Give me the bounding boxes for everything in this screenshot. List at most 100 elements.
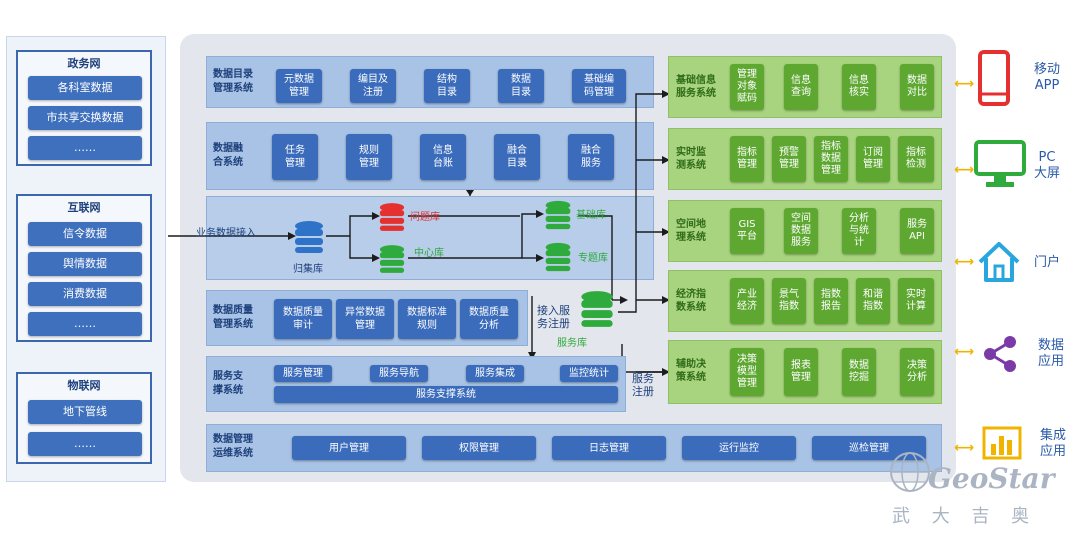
gather-db-icon — [295, 221, 323, 253]
service-label: 服务支 撑系统 — [213, 371, 243, 396]
ops-item: 用户管理 — [292, 436, 406, 460]
ingest-label: 业务数据接入 — [196, 228, 256, 239]
base-db-label: 基础库 — [576, 210, 606, 221]
basic-info-item: 管理 对象 赋码 — [730, 64, 764, 110]
base-db-icon — [545, 200, 571, 230]
double-arrow-icon: ⟷ — [954, 254, 975, 270]
decision-label: 辅助决 策系统 — [676, 359, 706, 383]
internet-item: 信令数据 — [28, 222, 142, 246]
economy-item: 产业 经济 — [730, 278, 764, 324]
catalog-item: 基础编 码管理 — [572, 69, 626, 103]
quality-item: 数据标准 规则 — [398, 299, 456, 339]
topic-db-icon — [545, 242, 571, 272]
service-support-bar: 服务支撑系统 — [274, 386, 618, 403]
ops-item: 日志管理 — [552, 436, 666, 460]
catalog-item: 元数据 管理 — [276, 69, 322, 103]
monitor-item: 指标 管理 — [730, 136, 764, 182]
double-arrow-icon: ⟷ — [954, 440, 975, 456]
data-application-label: 数据 应用 — [1038, 338, 1065, 369]
basic-info-item: 信息 查询 — [784, 64, 818, 110]
geo-label: 空间地 理系统 — [676, 219, 706, 243]
geo-item: GIS 平台 — [730, 208, 764, 254]
monitor-item: 预警 管理 — [772, 136, 806, 182]
monitor-icon — [974, 140, 1026, 187]
service-item: 监控统计 — [560, 365, 618, 382]
geostar-cn-text: 武 大 吉 奥 — [892, 506, 1038, 527]
share-icon — [984, 336, 1016, 372]
fusion-item: 规则 管理 — [346, 134, 392, 180]
topic-db-label: 专题库 — [578, 253, 608, 264]
monitor-label: 实时监 测系统 — [676, 147, 706, 171]
service-db-label: 服务库 — [557, 338, 587, 349]
portal-label: 门户 — [1034, 255, 1061, 270]
monitor-item: 指标 数据 管理 — [814, 136, 848, 182]
problem-db-label: 问题库 — [410, 212, 440, 223]
gather-db-label: 归集库 — [293, 264, 323, 275]
double-arrow-icon: ⟷ — [954, 344, 975, 360]
gov-item: …… — [28, 136, 142, 160]
internet-title: 互联网 — [67, 201, 101, 214]
center-db-icon — [379, 245, 405, 273]
geo-item: 服务 API — [900, 208, 934, 254]
geo-item: 分析 与统 计 — [842, 208, 876, 254]
fusion-item: 融合 目录 — [494, 134, 540, 180]
fusion-item: 融合 服务 — [568, 134, 614, 180]
access-register-label: 接入服 务注册 — [537, 304, 570, 330]
double-arrow-icon: ⟷ — [954, 162, 975, 178]
iot-group: 物联网 地下管线 …… — [16, 372, 152, 464]
service-item: 服务管理 — [274, 365, 332, 382]
gov-network-group: 政务网 各科室数据 市共享交换数据 …… — [16, 50, 152, 166]
economy-item: 和谐 指数 — [856, 278, 890, 324]
double-arrow-icon: ⟷ — [954, 76, 975, 92]
quality-item: 异常数据 管理 — [336, 299, 394, 339]
basic-info-label: 基础信息 服务系统 — [676, 75, 716, 99]
economy-item: 景气 指数 — [772, 278, 806, 324]
quality-item: 数据质量 审计 — [274, 299, 332, 339]
catalog-item: 编目及 注册 — [350, 69, 396, 103]
iot-title: 物联网 — [67, 379, 101, 392]
service-item: 服务集成 — [466, 365, 524, 382]
basic-info-item: 数据 对比 — [900, 64, 934, 110]
decision-item: 报表 管理 — [784, 348, 818, 396]
catalog-label: 数据目录 管理系统 — [213, 69, 253, 94]
gov-item: 市共享交换数据 — [28, 106, 142, 130]
service-item: 服务导航 — [370, 365, 428, 382]
service-register-label: 服务 注册 — [632, 372, 654, 398]
geostar-logo-text: GeoStar — [928, 462, 1055, 495]
integrated-application-label: 集成 应用 — [1040, 428, 1067, 459]
economy-item: 指数 报告 — [814, 278, 848, 324]
geostar-globe-icon — [890, 452, 930, 492]
problem-db-icon — [379, 203, 405, 231]
phone-icon — [978, 50, 1010, 106]
monitor-item: 指标 检测 — [898, 136, 934, 182]
basic-info-item: 信息 核实 — [842, 64, 876, 110]
catalog-item: 结构 目录 — [424, 69, 470, 103]
iot-item: 地下管线 — [28, 400, 142, 424]
center-db-label: 中心库 — [414, 248, 444, 259]
service-db-icon — [581, 291, 613, 327]
decision-item: 数据 挖掘 — [842, 348, 876, 396]
ops-item: 运行监控 — [682, 436, 796, 460]
internet-item: 消费数据 — [28, 282, 142, 306]
internet-item: 舆情数据 — [28, 252, 142, 276]
ops-label: 数据管理 运维系统 — [213, 434, 253, 459]
fusion-item: 任务 管理 — [272, 134, 318, 180]
economy-item: 实时 计算 — [898, 278, 934, 324]
ops-item: 权限管理 — [422, 436, 536, 460]
decision-item: 决策 模型 管理 — [730, 348, 764, 396]
economy-label: 经济指 数系统 — [676, 289, 706, 313]
internet-item: …… — [28, 312, 142, 336]
fusion-item: 信息 台账 — [420, 134, 466, 180]
mobile-app-label: 移动 APP — [1034, 62, 1061, 93]
home-icon — [978, 242, 1020, 282]
geo-item: 空间 数据 服务 — [784, 208, 818, 254]
quality-item: 数据质量 分析 — [460, 299, 518, 339]
storage-band — [206, 196, 654, 280]
catalog-item: 数据 目录 — [498, 69, 544, 103]
gov-item: 各科室数据 — [28, 76, 142, 100]
pc-screen-label: PC 大屏 — [1034, 150, 1061, 181]
quality-label: 数据质量 管理系统 — [213, 305, 253, 330]
decision-item: 决策 分析 — [900, 348, 934, 396]
monitor-item: 订阅 管理 — [856, 136, 890, 182]
